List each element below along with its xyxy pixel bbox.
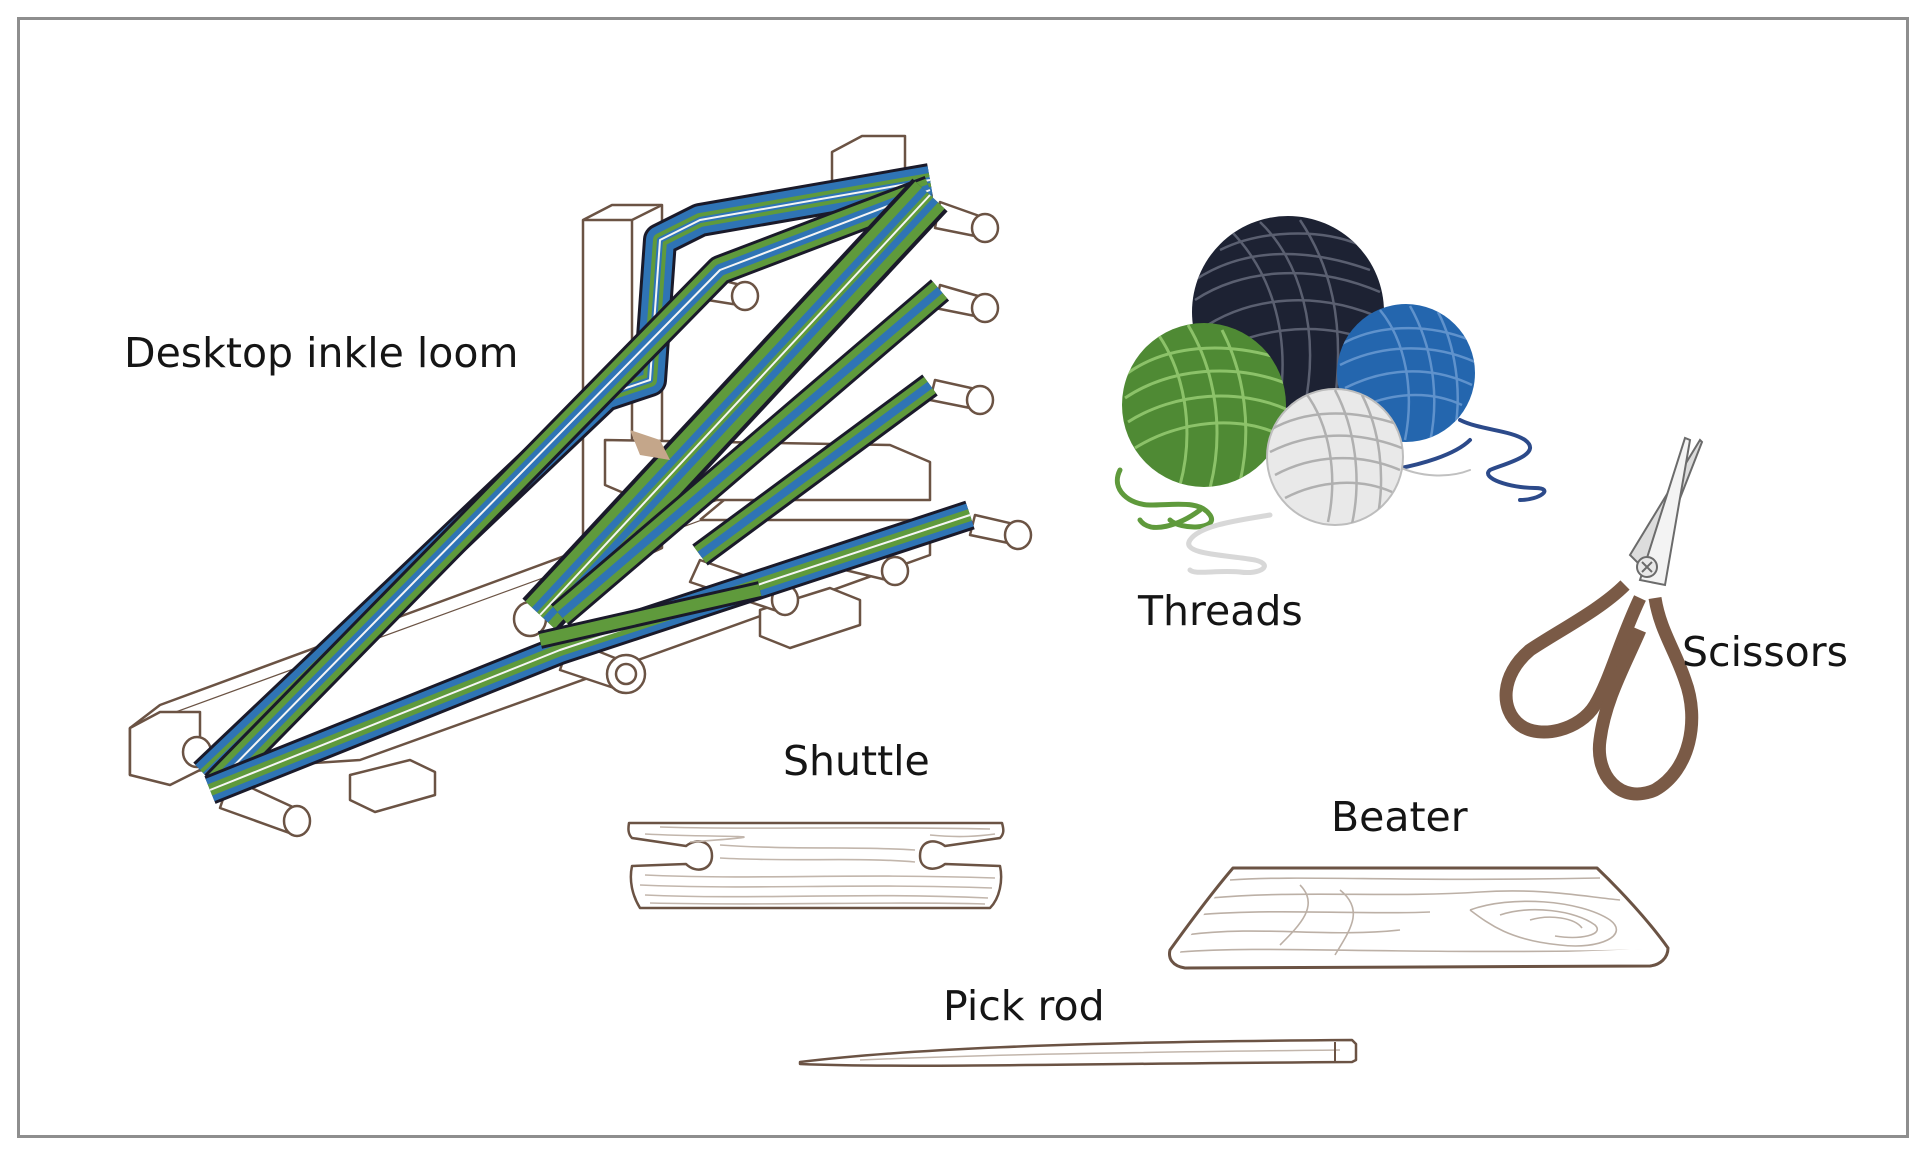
shuttle — [627, 821, 1005, 910]
peg-top — [933, 200, 1000, 244]
warp-band-lower — [692, 374, 938, 566]
loom-foot-left — [348, 758, 437, 814]
warp-band-diagonal — [204, 175, 936, 796]
label-beater: Beater — [1331, 793, 1468, 841]
warp-band-bottom-return — [538, 581, 762, 649]
beater-body — [1168, 866, 1670, 970]
pick-rod — [798, 1038, 1358, 1067]
thread-balls — [1114, 216, 1547, 576]
peg-fourth — [968, 513, 1033, 551]
warp-band-bottom — [204, 500, 975, 804]
scissors-handles — [1499, 580, 1699, 801]
thread-ball-green — [1122, 323, 1286, 487]
scissors — [1499, 436, 1704, 801]
label-desktop-inkle-loom: Desktop inkle loom — [124, 329, 519, 377]
beater — [1168, 866, 1670, 970]
loose-thread-ends — [1114, 418, 1547, 576]
label-shuttle: Shuttle — [783, 737, 930, 785]
label-threads: Threads — [1138, 587, 1303, 635]
peg-third — [928, 378, 995, 416]
thread-ball-white — [1266, 388, 1404, 526]
beater-wood-grain — [1179, 877, 1651, 956]
shuttle-wood-grain — [639, 826, 996, 905]
scissors-blades — [1628, 436, 1704, 587]
warp-band-inner — [550, 279, 950, 626]
warp-band-middle — [522, 178, 948, 632]
label-scissors: Scissors — [1682, 628, 1848, 676]
loom-heddle-shadow — [630, 430, 670, 460]
label-pick-rod: Pick rod — [943, 982, 1105, 1030]
desktop-inkle-loom — [128, 134, 1033, 838]
scissors-pivot — [1636, 556, 1658, 578]
loom-warp-threads — [193, 163, 975, 804]
pick-rod-body — [798, 1038, 1358, 1067]
loom-front-block — [128, 710, 202, 787]
